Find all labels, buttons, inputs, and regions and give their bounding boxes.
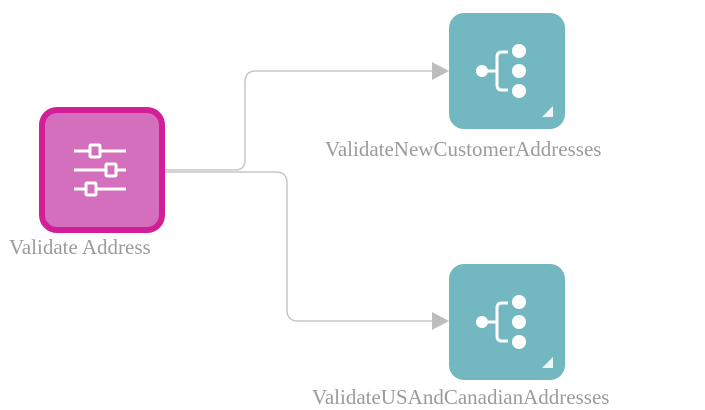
- validate-new-customer-addresses-node[interactable]: [449, 13, 565, 129]
- validate-address-label: Validate Address: [9, 235, 151, 259]
- sliders-icon: [74, 143, 126, 197]
- connector-to-validate-us-and-canadian-addresses[interactable]: [165, 171, 433, 322]
- validate-us-and-canadian-addresses-node[interactable]: [449, 264, 565, 380]
- connector-arrowhead: [432, 312, 449, 330]
- split-icon: [476, 295, 526, 349]
- validate-address-node[interactable]: [39, 107, 165, 233]
- connector-to-validate-new-customer-addresses[interactable]: [165, 70, 433, 171]
- corner-indicator-icon: [542, 106, 553, 117]
- corner-indicator-icon: [542, 357, 553, 368]
- connector-arrowhead: [432, 62, 449, 80]
- split-icon: [476, 44, 526, 98]
- validate-us-and-canadian-addresses-label: ValidateUSAndCanadianAddresses: [312, 385, 610, 409]
- validate-new-customer-addresses-label: ValidateNewCustomerAddresses: [325, 137, 602, 161]
